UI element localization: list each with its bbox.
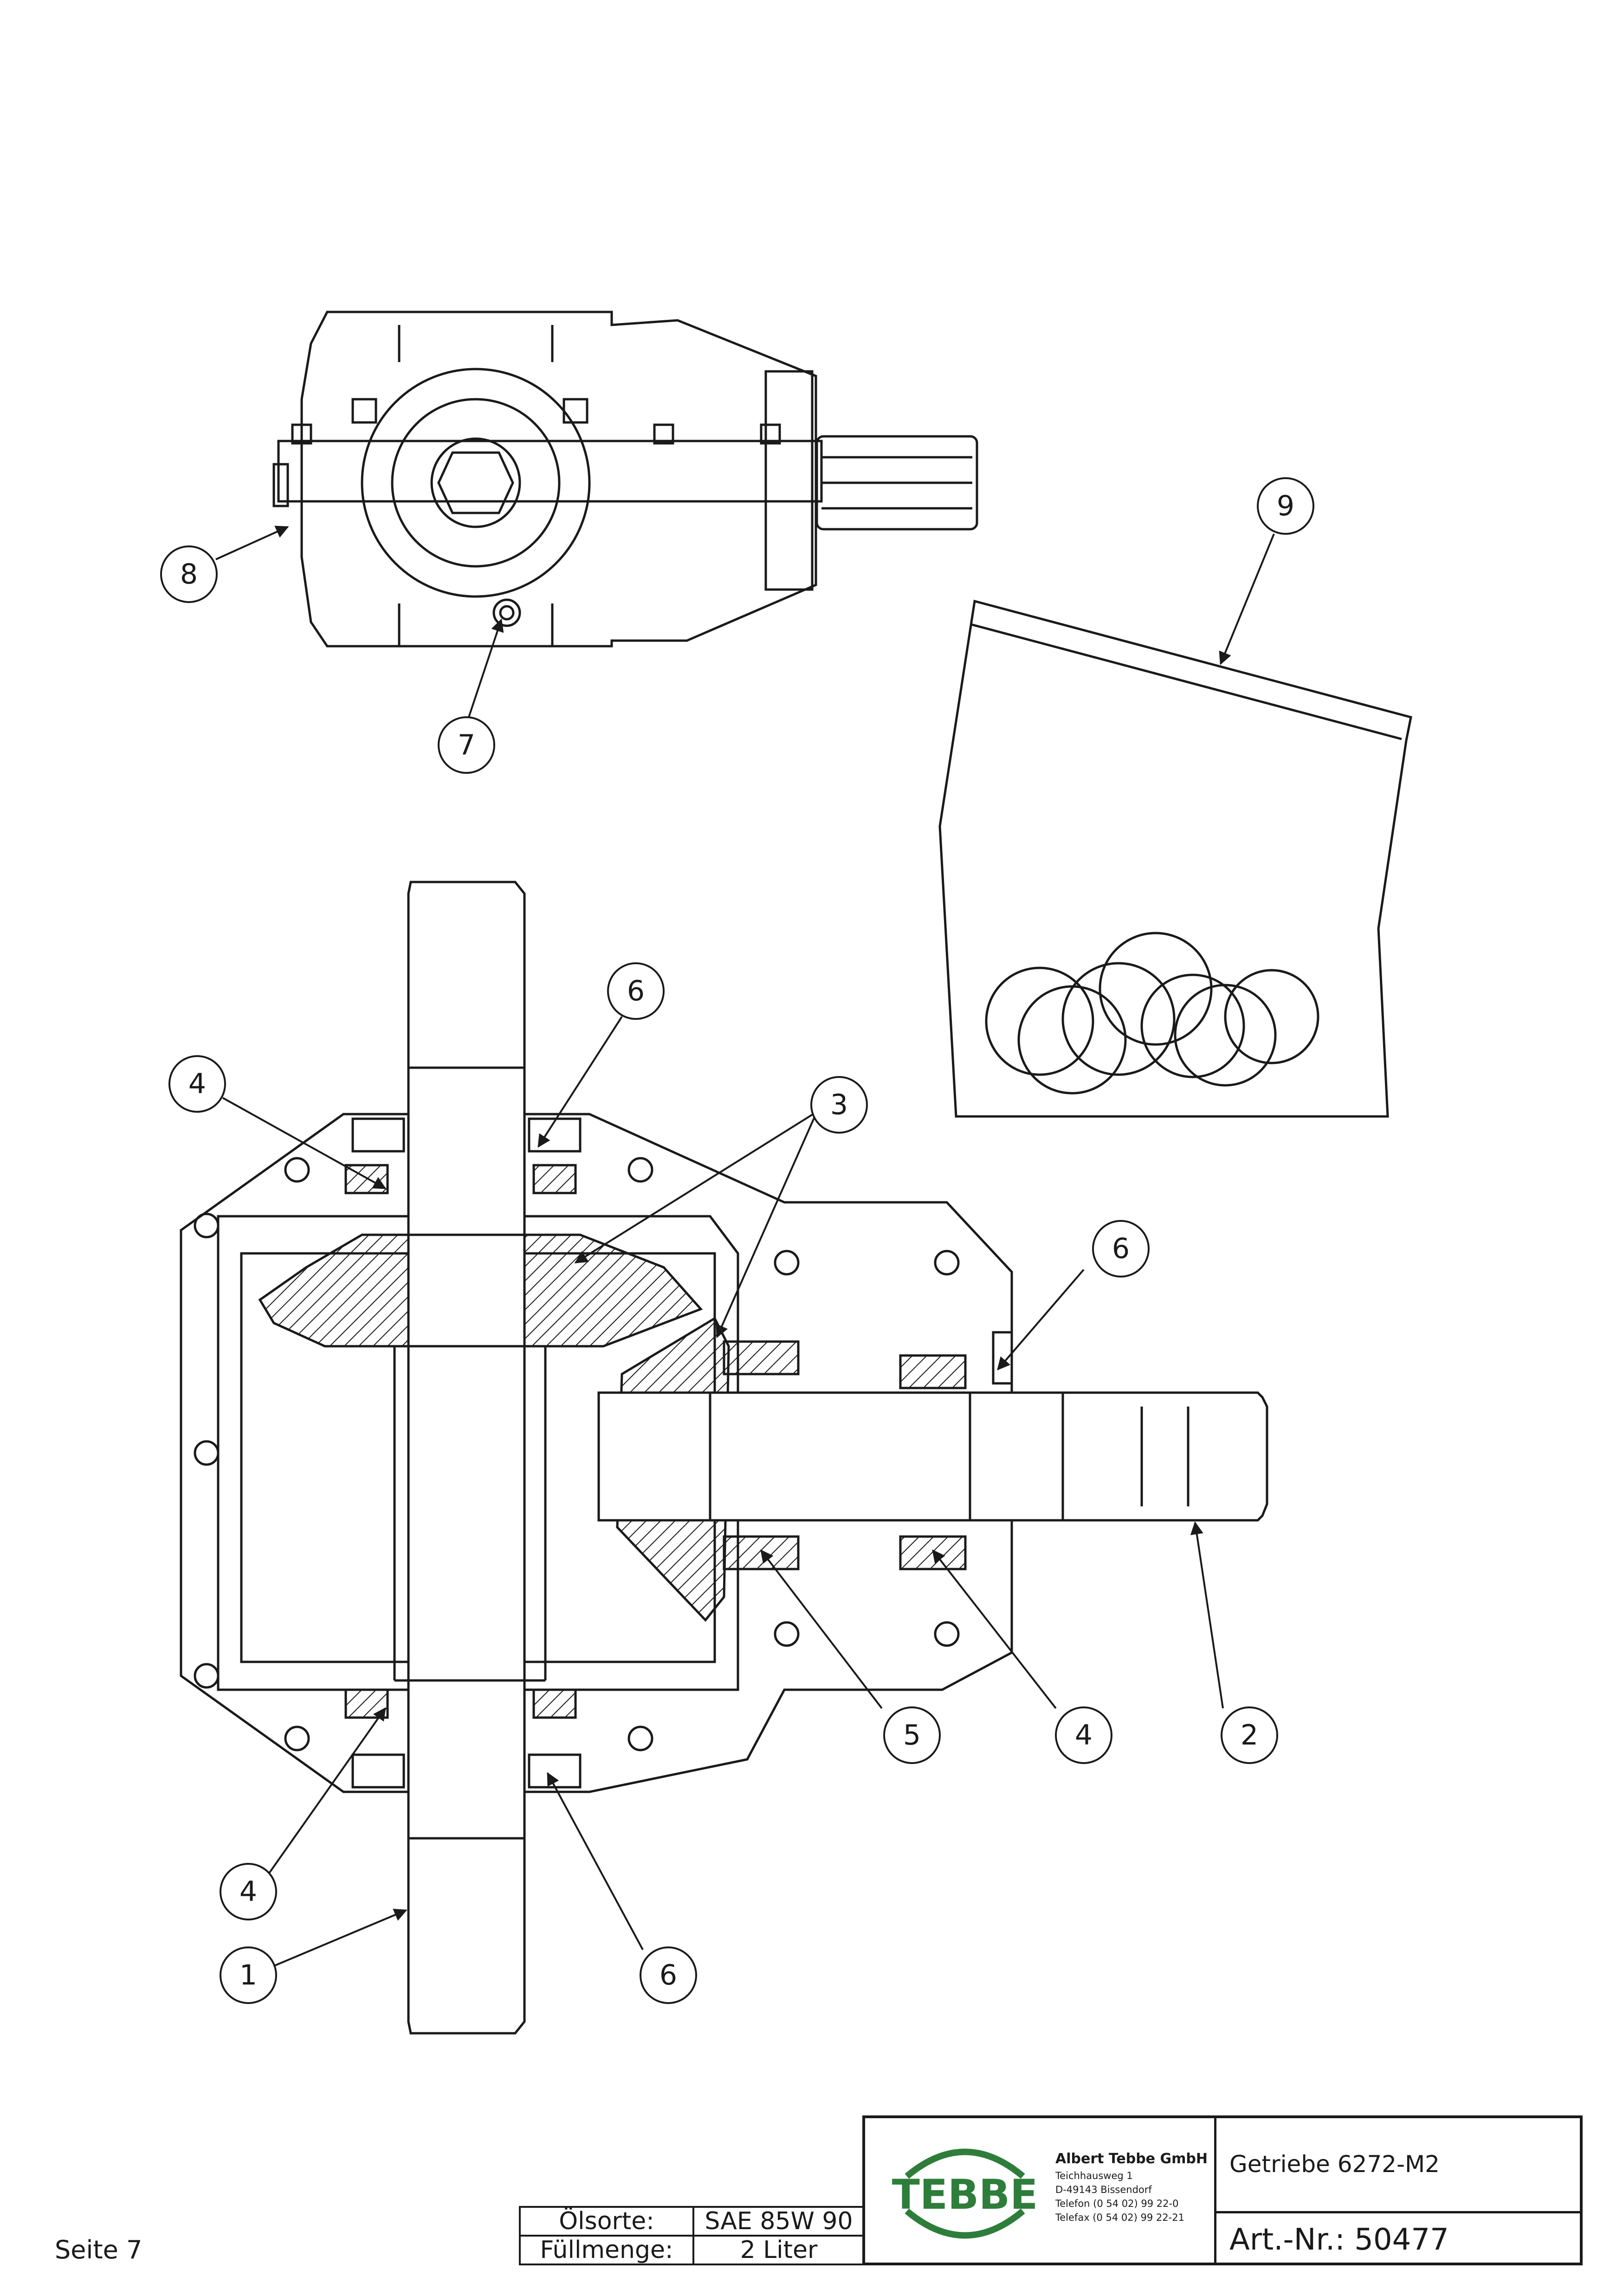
balloons: 8 7 9 6 4 3 6 5 4 2 4 1 6 — [160, 477, 1314, 2004]
balloon-1: 1 — [239, 1959, 257, 1991]
balloon-circle — [810, 1076, 868, 1134]
balloon-circle — [640, 1946, 697, 2004]
drawing-title: Getriebe 6272-M2 — [1229, 2151, 1440, 2178]
leader-lines — [215, 525, 1275, 1967]
balloon-7: 7 — [458, 729, 475, 761]
balloon-4-bottom: 4 — [239, 1875, 257, 1908]
company-name: Albert Tebbe GmbH — [1055, 2151, 1208, 2167]
balloon-9: 9 — [1277, 490, 1294, 522]
balloon-4-top: 4 — [188, 1068, 206, 1100]
balloon-circle — [168, 1055, 226, 1113]
balloon-circle — [883, 1706, 941, 1764]
balloon-6-right: 6 — [1112, 1232, 1130, 1265]
balloon-circle — [1257, 477, 1314, 535]
company-street: Teichhausweg 1 — [1055, 2170, 1133, 2181]
oil-amount-value: 2 Liter — [692, 2235, 865, 2265]
oil-type-value: SAE 85W 90 — [692, 2206, 865, 2237]
page-number: Seite 7 — [55, 2235, 142, 2264]
balloon-2: 2 — [1241, 1719, 1258, 1751]
balloon-circle — [1092, 1220, 1150, 1278]
oil-amount-label: Füllmenge: — [519, 2235, 694, 2265]
balloon-circle — [1221, 1706, 1278, 1764]
oil-type-row: Ölsorte: SAE 85W 90 — [519, 2206, 865, 2237]
article-number-cell: Art.-Nr.: 50477 — [1216, 2213, 1580, 2263]
balloon-circle — [160, 545, 218, 603]
balloon-3: 3 — [830, 1089, 848, 1121]
oil-spec-table: Ölsorte: SAE 85W 90 Füllmenge: 2 Liter — [519, 2206, 865, 2265]
gearbox-section-view — [180, 881, 1268, 2035]
gearbox-top-view — [272, 311, 978, 648]
article-number: Art.-Nr.: 50477 — [1229, 2223, 1449, 2257]
balloon-6-top: 6 — [627, 975, 645, 1007]
oil-amount-row: Füllmenge: 2 Liter — [519, 2235, 865, 2265]
title-block: TEBBE Albert Tebbe GmbH Teichhausweg 1 D… — [862, 2115, 1583, 2265]
balloon-4-right: 4 — [1075, 1719, 1093, 1751]
company-city: D-49143 Bissendorf — [1055, 2184, 1152, 2195]
balloon-circle — [607, 962, 665, 1020]
balloon-circle — [220, 1946, 277, 2004]
balloon-5: 5 — [903, 1719, 921, 1751]
company-fax: Telefax (0 54 02) 99 22-21 — [1055, 2212, 1184, 2223]
balloon-circle — [220, 1863, 277, 1920]
balloon-6-bottom: 6 — [660, 1959, 677, 1991]
tebbe-logo: TEBBE — [892, 2148, 1038, 2239]
balloon-circle — [438, 716, 495, 774]
circlip-bag — [938, 599, 1412, 1118]
oil-type-label: Ölsorte: — [519, 2206, 694, 2237]
balloon-circle — [1055, 1706, 1112, 1764]
company-cell: TEBBE Albert Tebbe GmbH Teichhausweg 1 D… — [865, 2118, 1216, 2263]
title-cell: Getriebe 6272-M2 — [1216, 2118, 1580, 2213]
company-phone: Telefon (0 54 02) 99 22-0 — [1055, 2198, 1179, 2209]
svg-text:TEBBE: TEBBE — [892, 2171, 1038, 2218]
balloon-8: 8 — [180, 558, 198, 590]
